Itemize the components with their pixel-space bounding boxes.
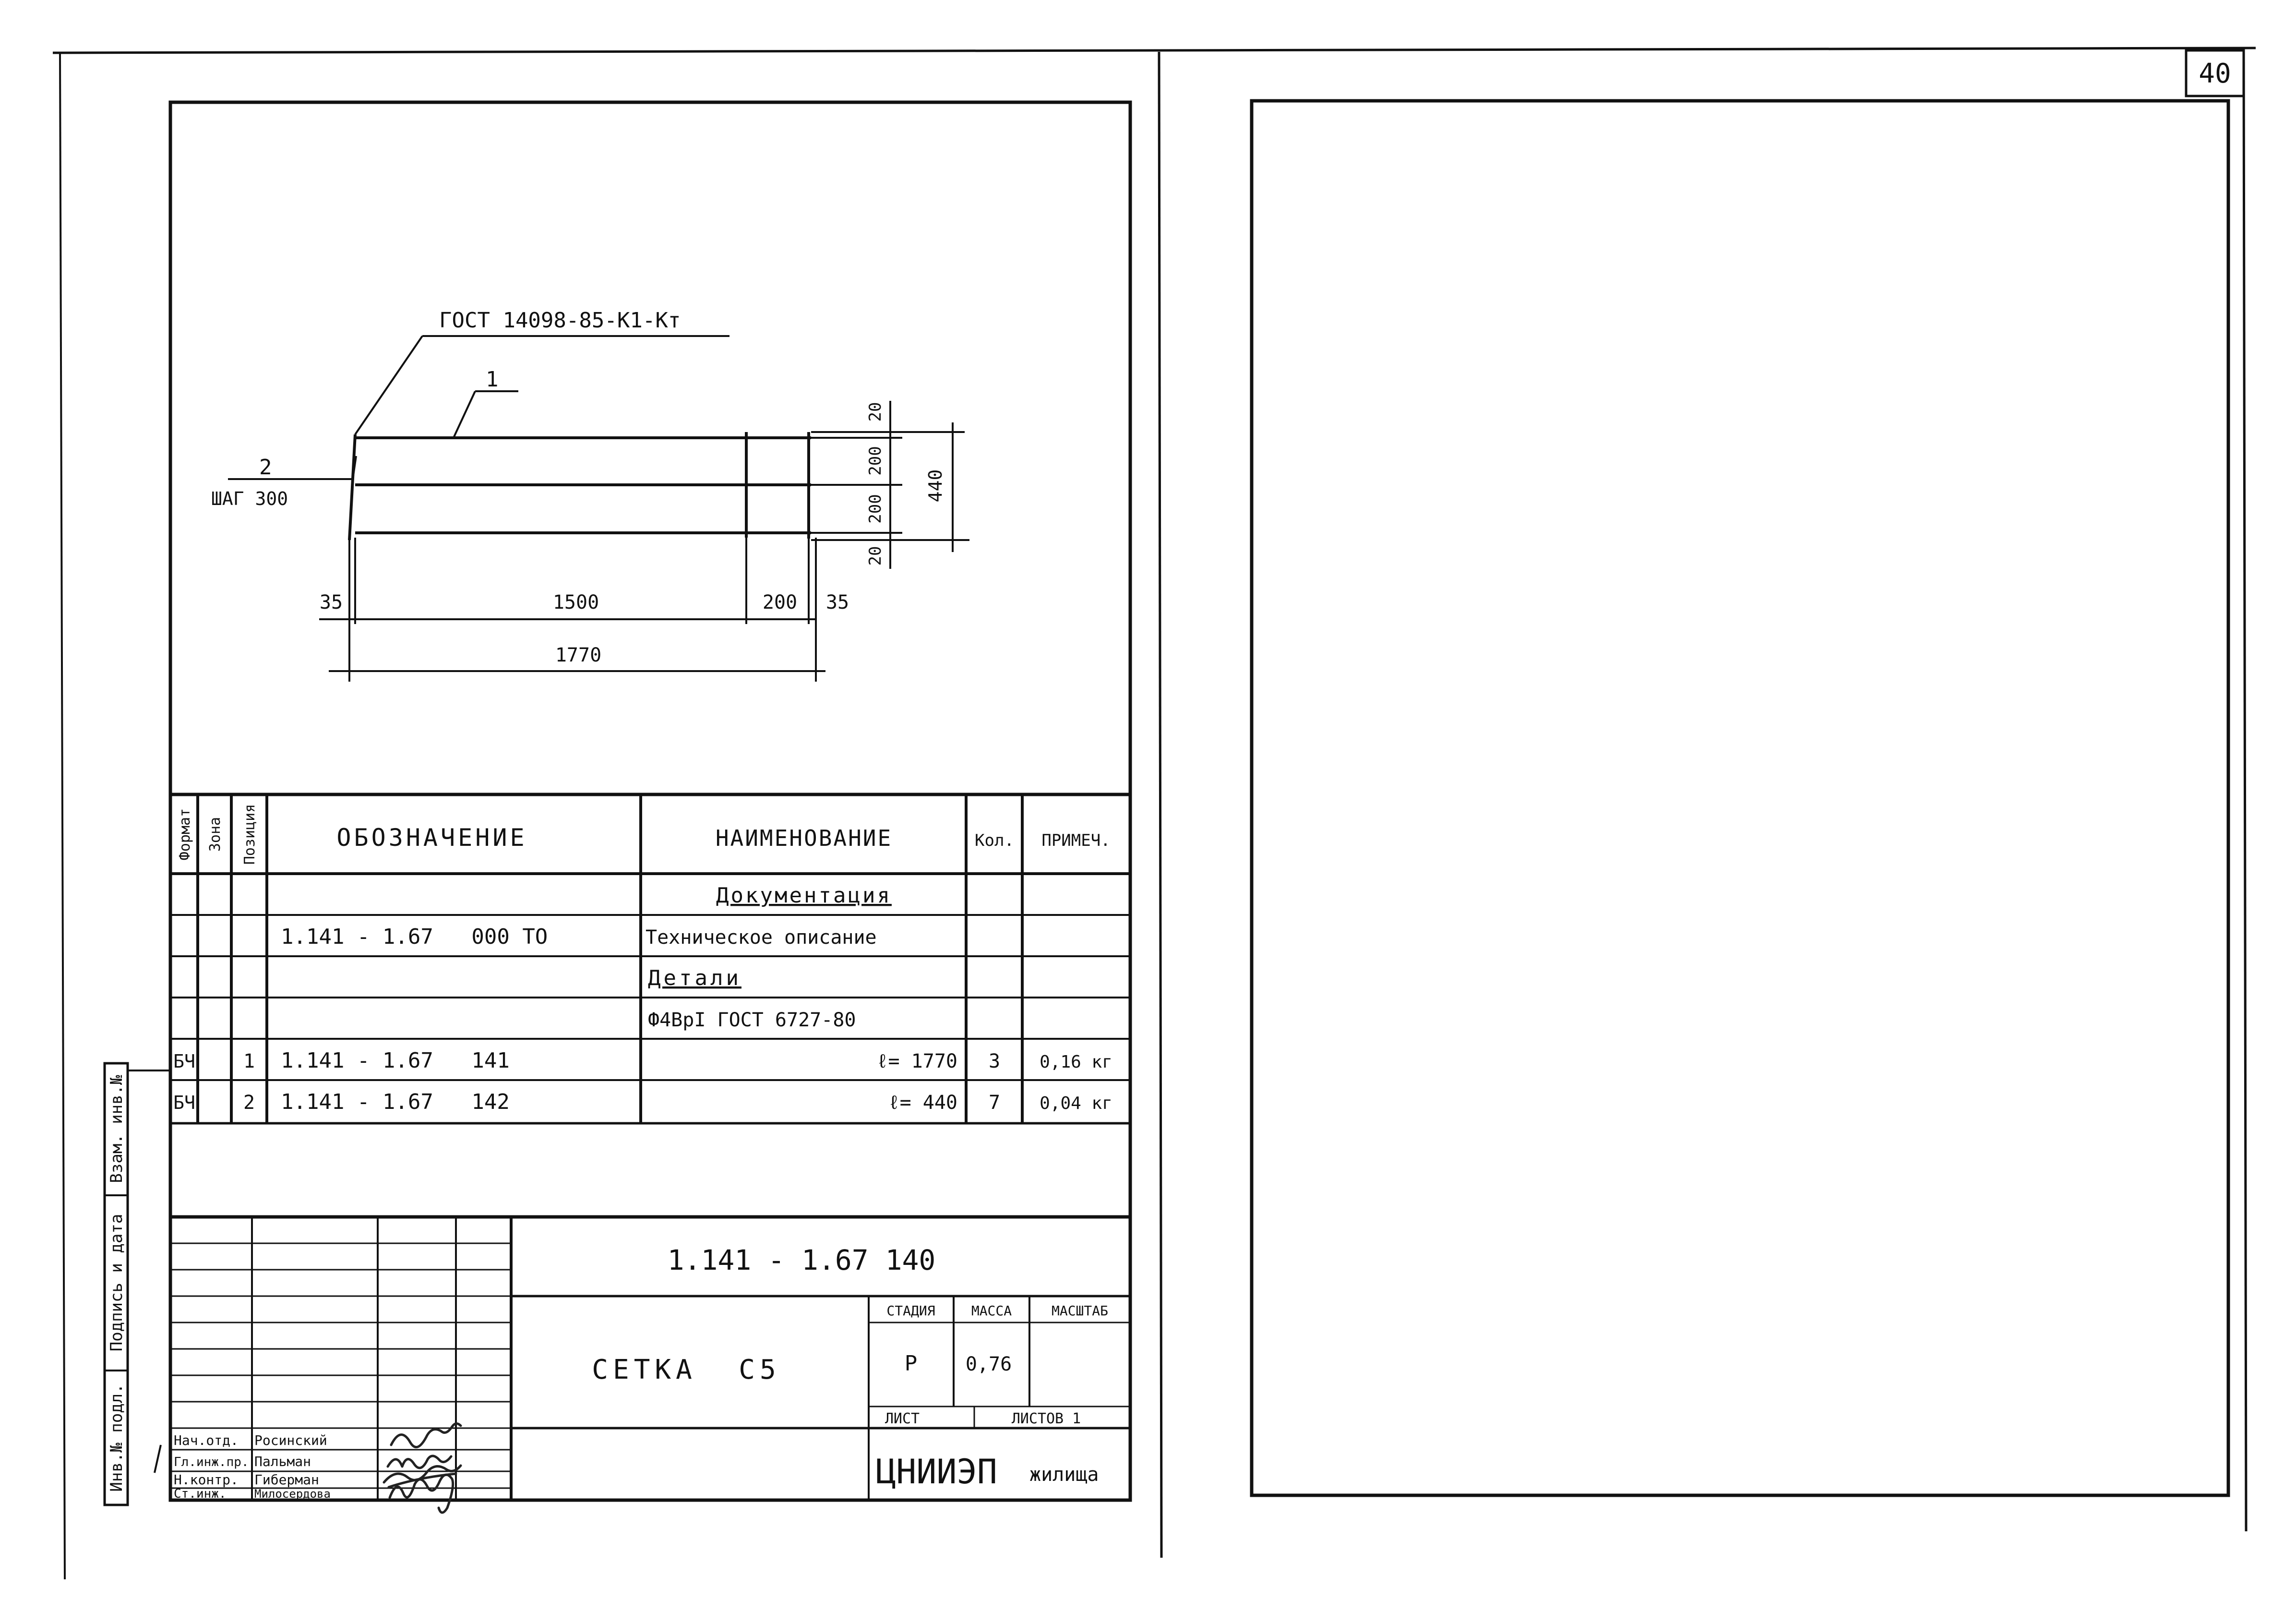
staff-role: Нач.отд.: [174, 1432, 239, 1448]
drawing-title: СЕТКА С5: [592, 1354, 780, 1385]
staff-row: Ст.инж. Милосердова: [174, 1487, 331, 1501]
header-note: ПРИМЕЧ.: [1041, 831, 1110, 850]
signatures: [383, 1422, 462, 1514]
row-name: Ф4ВрI ГОСТ 6727-80: [648, 1009, 856, 1031]
dim-35-left: 35: [320, 591, 343, 613]
sheet-label: ЛИСТ: [885, 1410, 920, 1427]
signature-rosinsky: [390, 1422, 462, 1449]
dim-right-20-bottom: 20: [866, 546, 885, 566]
row-format: БЧ: [173, 1051, 195, 1072]
row-name: Документация: [716, 883, 892, 908]
staff-row: Гл.инж.пр. Пальман: [174, 1454, 311, 1469]
header-qty: Кол.: [975, 831, 1014, 850]
stamp-inv-podl: Инв.№ подл.: [107, 1383, 126, 1491]
table-row: Документация: [716, 883, 892, 908]
callout-1: 1: [486, 367, 499, 392]
dim-right-20-top: 20: [866, 402, 885, 422]
gost-leader-label: ГОСТ 14098-85-К1-Кт: [439, 308, 681, 333]
header-format: Формат: [177, 808, 193, 860]
header-designation: ОБОЗНАЧЕНИЕ: [336, 824, 527, 852]
staff-name: Пальман: [254, 1454, 311, 1469]
row-position: 2: [243, 1092, 255, 1114]
organization-rest: жилища: [1029, 1464, 1099, 1486]
staff-name: Милосердова: [254, 1487, 331, 1501]
row-designation: 1.141 - 1.67 142: [281, 1090, 510, 1114]
row-format: БЧ: [173, 1092, 195, 1113]
header-zone: Зона: [207, 817, 224, 852]
header-position: Позиция: [241, 804, 258, 865]
title-block-grid: [154, 1215, 1130, 1500]
scale-label: МАСШТАБ: [1052, 1303, 1108, 1319]
staff-role: Гл.инж.пр.: [174, 1455, 249, 1469]
side-stamp: [103, 1062, 170, 1506]
row-qty: 3: [989, 1050, 1000, 1072]
dim-total: 1770: [555, 644, 601, 666]
row-designation: 1.141 - 1.67 141: [281, 1048, 510, 1073]
row-designation: 1.141 - 1.67 000 ТО: [281, 925, 548, 949]
stamp-podpis-data: Подпись и дата: [107, 1214, 126, 1352]
stage-label: СТАДИЯ: [886, 1303, 935, 1319]
table-row: Ф4ВрI ГОСТ 6727-80: [648, 1009, 856, 1031]
row-name: Техническое описание: [646, 926, 877, 949]
row-name: Детали: [648, 966, 741, 990]
dim-right-200-b: 200: [866, 494, 885, 523]
table-row: БЧ 1 1.141 - 1.67 141 ℓ= 1770 3 0,16 кг: [173, 1048, 1112, 1073]
staff-role: Ст.инж.: [174, 1487, 227, 1501]
stamp-vzam-inv: Взам. инв.№: [107, 1075, 126, 1183]
signature-miloserdova: [388, 1473, 454, 1514]
dim-35-right: 35: [826, 591, 849, 613]
dim-right-200-a: 200: [866, 446, 885, 475]
dim-200: 200: [763, 591, 797, 613]
staff-row: Нач.отд. Росинский: [174, 1432, 327, 1448]
header-name: НАИМЕНОВАНИЕ: [716, 825, 892, 851]
sheet-number: 40: [2199, 58, 2231, 89]
staff-role: Н.контр.: [174, 1472, 239, 1488]
staff-row: Н.контр. Гиберман: [174, 1472, 319, 1488]
dim-1500: 1500: [553, 591, 599, 613]
row-name: ℓ= 1770: [877, 1050, 958, 1072]
step-label: ШАГ 300: [211, 488, 288, 509]
table-row: 1.141 - 1.67 000 ТО Техническое описание: [281, 925, 877, 949]
table-row: Детали: [648, 966, 741, 990]
staff-name: Гиберман: [254, 1472, 319, 1488]
row-note: 0,04 кг: [1040, 1094, 1112, 1113]
mass-label: МАССА: [971, 1303, 1012, 1319]
row-name: ℓ= 440: [888, 1092, 957, 1114]
mesh-drawing: [228, 335, 969, 682]
row-note: 0,16 кг: [1040, 1052, 1112, 1072]
signature-palman: [386, 1455, 453, 1469]
sheets-label: ЛИСТОВ 1: [1012, 1410, 1081, 1427]
row-position: 1: [243, 1050, 255, 1072]
callout-2: 2: [259, 455, 272, 480]
sheet-frames: [52, 47, 2256, 1580]
stage-value: Р: [905, 1351, 918, 1376]
dim-right-total: 440: [925, 469, 946, 503]
row-qty: 7: [989, 1092, 1000, 1114]
staff-name: Росинский: [254, 1432, 327, 1448]
organization-abbr: ЦНИИЭП: [876, 1452, 997, 1491]
document-code: 1.141 - 1.67 140: [668, 1244, 936, 1276]
mass-value: 0,76: [966, 1353, 1012, 1375]
spec-table-grid: [170, 793, 1130, 1125]
table-row: БЧ 2 1.141 - 1.67 142 ℓ= 440 7 0,04 кг: [173, 1090, 1112, 1114]
